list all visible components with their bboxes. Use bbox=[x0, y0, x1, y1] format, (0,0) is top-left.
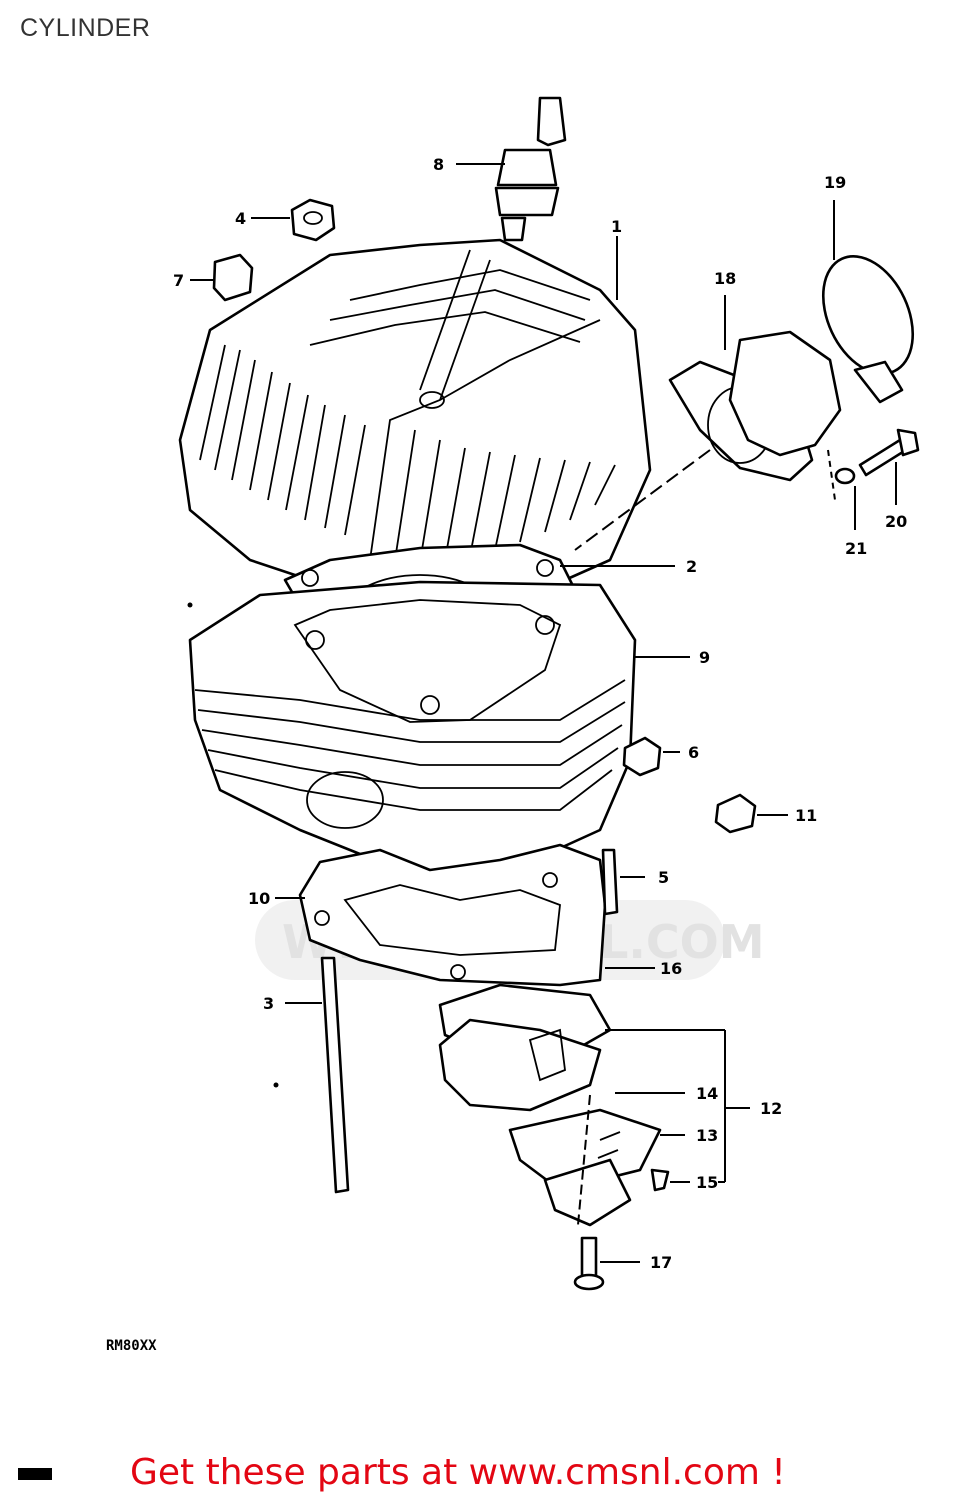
callout-5: 5 bbox=[658, 868, 669, 887]
hose-clamp[interactable] bbox=[806, 242, 931, 404]
cylinder-head[interactable] bbox=[178, 238, 652, 607]
cap-11[interactable] bbox=[714, 793, 757, 834]
callout-18: 18 bbox=[714, 269, 736, 288]
nut-4[interactable] bbox=[290, 198, 336, 242]
callout-4: 4 bbox=[235, 209, 246, 228]
callout-19: 19 bbox=[824, 173, 846, 192]
leader-lines bbox=[187, 163, 897, 1263]
reed-stopper[interactable] bbox=[543, 1158, 632, 1227]
reed-petal[interactable] bbox=[508, 1108, 662, 1192]
callout-14: 14 bbox=[696, 1084, 718, 1103]
callout-10: 10 bbox=[248, 889, 270, 908]
callout-1: 1 bbox=[611, 217, 622, 236]
stud-bolt[interactable] bbox=[320, 956, 350, 1194]
callout-7: 7 bbox=[173, 271, 184, 290]
callout-9: 9 bbox=[699, 648, 710, 667]
callout-3: 3 bbox=[263, 994, 274, 1013]
spark-plug[interactable] bbox=[494, 96, 567, 242]
footer-arrow-icon bbox=[18, 1468, 52, 1480]
washer-21[interactable] bbox=[834, 467, 856, 485]
cylinder-block[interactable] bbox=[188, 580, 637, 892]
base-gasket[interactable] bbox=[298, 843, 607, 987]
callout-labels: 1 2 3 4 5 6 7 8 9 10 11 12 13 14 15 16 1… bbox=[173, 155, 907, 1272]
callout-11: 11 bbox=[795, 806, 817, 825]
cap-7[interactable] bbox=[212, 253, 254, 302]
reed-valve-body[interactable] bbox=[438, 1018, 602, 1112]
callout-13: 13 bbox=[696, 1126, 718, 1145]
callout-21: 21 bbox=[845, 539, 867, 558]
bolt-20[interactable] bbox=[858, 428, 920, 477]
footer-link[interactable]: Get these parts at www.cmsnl.com ! bbox=[130, 1452, 786, 1493]
callout-2: 2 bbox=[686, 557, 697, 576]
callout-12: 12 bbox=[760, 1099, 782, 1118]
page-title: CYLINDER bbox=[20, 14, 151, 42]
stud-5[interactable] bbox=[601, 848, 619, 916]
callout-8: 8 bbox=[433, 155, 444, 174]
intake-pipe[interactable] bbox=[668, 330, 842, 482]
callout-6: 6 bbox=[688, 743, 699, 762]
callout-16: 16 bbox=[660, 959, 682, 978]
callout-15: 15 bbox=[696, 1173, 718, 1192]
callout-17: 17 bbox=[650, 1253, 672, 1272]
screw-15[interactable] bbox=[650, 1168, 670, 1192]
bolt-17[interactable] bbox=[573, 1236, 605, 1291]
callout-20: 20 bbox=[885, 512, 907, 531]
model-code: RM80XX bbox=[106, 1338, 157, 1354]
nut-6[interactable] bbox=[622, 736, 662, 777]
